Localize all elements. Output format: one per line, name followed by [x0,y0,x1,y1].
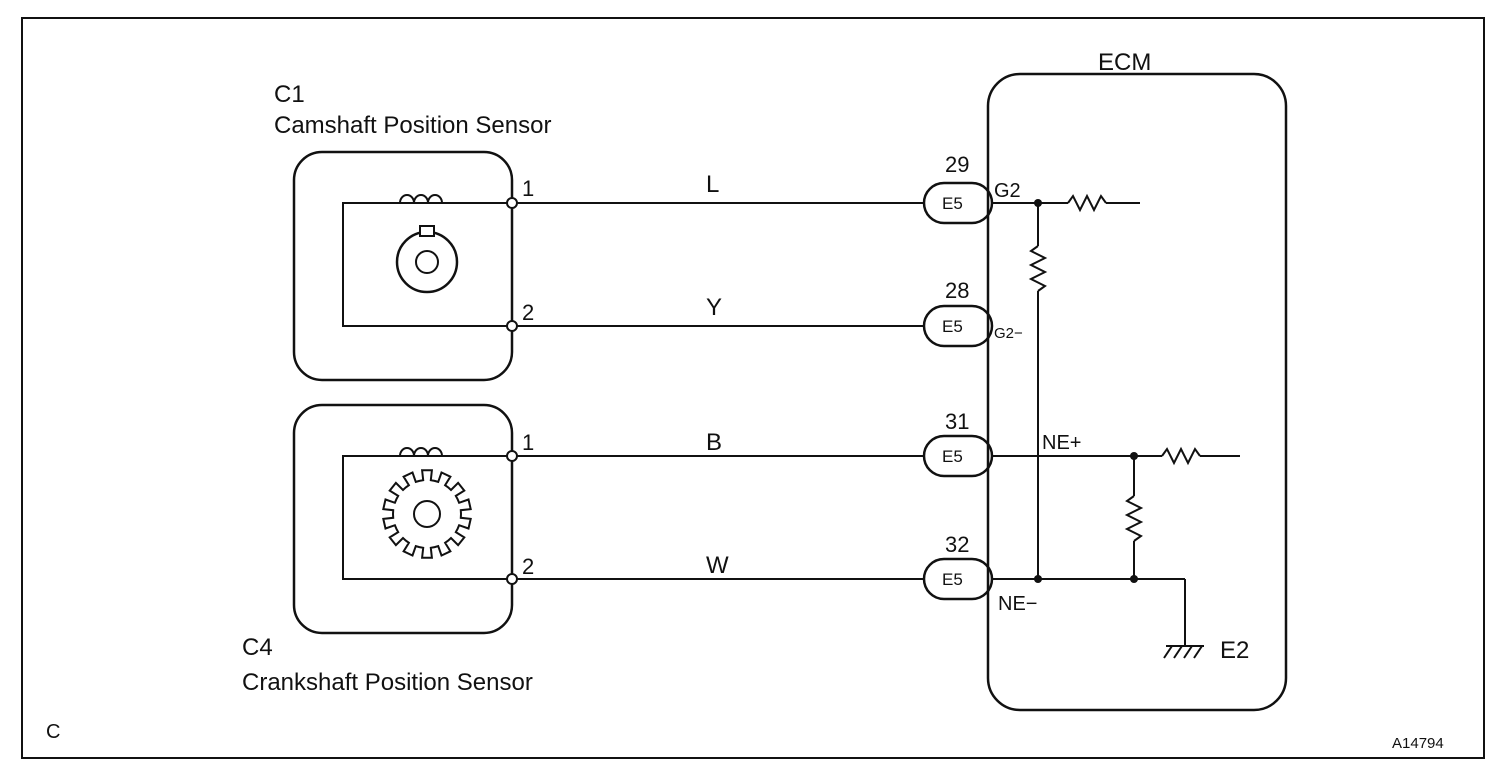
connector-e5-label: E5 [942,447,963,466]
connector-e5-pin28 [922,304,994,348]
wire-color-y: Y [706,294,722,321]
sensor-c1-housing [292,150,514,382]
connector-e5-label: E5 [942,194,963,213]
connector-e5-label: E5 [942,570,963,589]
resistor-icon [1161,446,1201,466]
pin-number-31: 31 [945,409,969,434]
sensor-c4-pin1-label: 1 [522,430,534,455]
camshaft-hub-icon [415,250,439,274]
resistor-icon [1028,245,1048,292]
junction-dot [1034,575,1042,583]
crankshaft-hub-icon [413,500,441,528]
crankshaft-gear-icon [382,469,472,559]
terminal-c4-pin2 [506,573,518,585]
sensor-c4-housing [292,403,514,635]
pin-number-32: 32 [945,532,969,557]
junction-dot [1130,575,1138,583]
sensor-c1-pin1-label: 1 [522,176,534,201]
wire-color-l: L [706,171,719,198]
camshaft-rotor-icon [395,230,459,294]
signal-g2-minus: G2− [994,325,1023,342]
sensor-c1-loop [342,202,512,327]
sensor-c1-pin2-label: 2 [522,300,534,325]
terminal-c1-pin1 [506,197,518,209]
coil-icon [399,194,443,204]
pin-number-29: 29 [945,152,969,177]
pin-number-28: 28 [945,278,969,303]
figure-code: A14794 [1392,735,1444,752]
signal-ne-plus: NE+ [1042,432,1081,454]
wire-color-b: B [706,429,722,456]
signal-g2: G2 [994,180,1021,202]
sensor-c1-id: C1 [274,81,305,108]
terminal-c1-pin2 [506,320,518,332]
ground-label-e2: E2 [1220,637,1249,664]
resistor-icon [1124,495,1144,542]
ecm-box [986,72,1288,712]
corner-label: C [46,721,60,743]
terminal-c4-pin1 [506,450,518,462]
wire-color-w: W [706,552,729,579]
ground-hatch-icon [1163,645,1203,659]
sensor-c4-pin2-label: 2 [522,554,534,579]
resistor-icon [1067,193,1107,213]
signal-ne-minus: NE− [998,593,1037,615]
camshaft-key-icon [419,225,435,237]
sensor-c4-id: C4 [242,634,273,661]
coil-icon [399,447,443,457]
connector-e5-label: E5 [942,317,963,336]
sensor-c4-loop [342,455,512,580]
sensor-c4-name: Crankshaft Position Sensor [242,669,533,696]
diagram-frame [21,17,1485,759]
ecm-title: ECM [1098,49,1151,76]
sensor-c1-name: Camshaft Position Sensor [274,112,551,139]
